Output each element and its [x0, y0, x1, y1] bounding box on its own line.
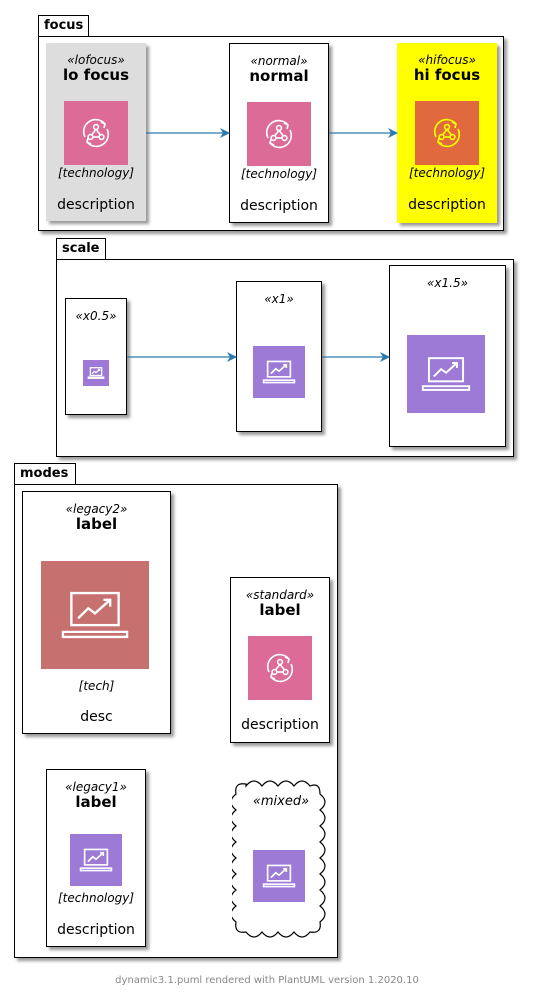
node-description: description — [241, 717, 319, 733]
node-stereotype: «hifocus» — [418, 53, 476, 67]
event-bus-icon — [248, 636, 312, 700]
node-hi-focus[interactable]: «hifocus» hi focus [technology] descript… — [397, 43, 497, 223]
node-lo-focus[interactable]: «lofocus» lo focus [technology] descript… — [46, 43, 146, 221]
node-scale-x1-5[interactable]: «x1.5» — [389, 265, 506, 447]
laptop-chart-icon — [41, 561, 149, 669]
node-stereotype: «mixed» — [252, 794, 310, 809]
node-stereotype: «x0.5» — [75, 309, 117, 323]
node-technology: [technology] — [241, 167, 317, 181]
node-stereotype: «legacy2» — [65, 502, 128, 516]
node-stereotype: «normal» — [250, 54, 308, 68]
node-stereotype: «x1.5» — [427, 276, 468, 290]
event-bus-icon — [415, 101, 479, 165]
node-label: label — [75, 793, 117, 811]
node-standard[interactable]: «standard» label description — [230, 577, 330, 743]
laptop-chart-icon — [253, 346, 305, 398]
node-description: description — [240, 198, 318, 214]
node-scale-x0-5[interactable]: «x0.5» — [65, 298, 127, 415]
node-stereotype: «standard» — [245, 588, 315, 602]
node-technology: [tech] — [78, 679, 115, 693]
laptop-chart-icon — [70, 834, 122, 886]
node-technology: [technology] — [409, 166, 485, 180]
node-stereotype: «lofocus» — [67, 53, 125, 67]
node-description: description — [408, 197, 486, 213]
node-label: label — [259, 601, 301, 619]
node-technology: [technology] — [58, 891, 134, 905]
node-label: lo focus — [63, 66, 129, 84]
node-mixed-cloud[interactable]: «mixed» — [232, 774, 330, 942]
package-focus-title: focus — [38, 15, 89, 36]
node-label: normal — [249, 67, 309, 85]
node-normal[interactable]: «normal» normal [technology] description — [229, 43, 329, 223]
laptop-chart-icon — [253, 850, 305, 902]
laptop-chart-icon — [83, 360, 109, 386]
node-label: hi focus — [413, 66, 481, 84]
node-scale-x1[interactable]: «x1» — [236, 281, 322, 432]
node-stereotype: «legacy1» — [65, 780, 127, 794]
footer-caption: dynamic3.1.puml rendered with PlantUML v… — [115, 975, 419, 986]
package-modes-title: modes — [14, 463, 76, 484]
package-scale-title: scale — [56, 238, 106, 259]
node-description: description — [57, 197, 135, 213]
node-description: desc — [80, 709, 113, 725]
node-legacy2[interactable]: «legacy2» label [tech] desc — [22, 491, 171, 734]
node-description: description — [57, 922, 135, 938]
node-label: label — [75, 515, 118, 533]
node-technology: [technology] — [58, 166, 134, 180]
node-stereotype: «x1» — [264, 292, 294, 306]
node-legacy1[interactable]: «legacy1» label [technology] description — [46, 769, 146, 947]
event-bus-icon — [247, 102, 311, 166]
event-bus-icon — [64, 101, 128, 165]
laptop-chart-icon — [407, 335, 485, 413]
